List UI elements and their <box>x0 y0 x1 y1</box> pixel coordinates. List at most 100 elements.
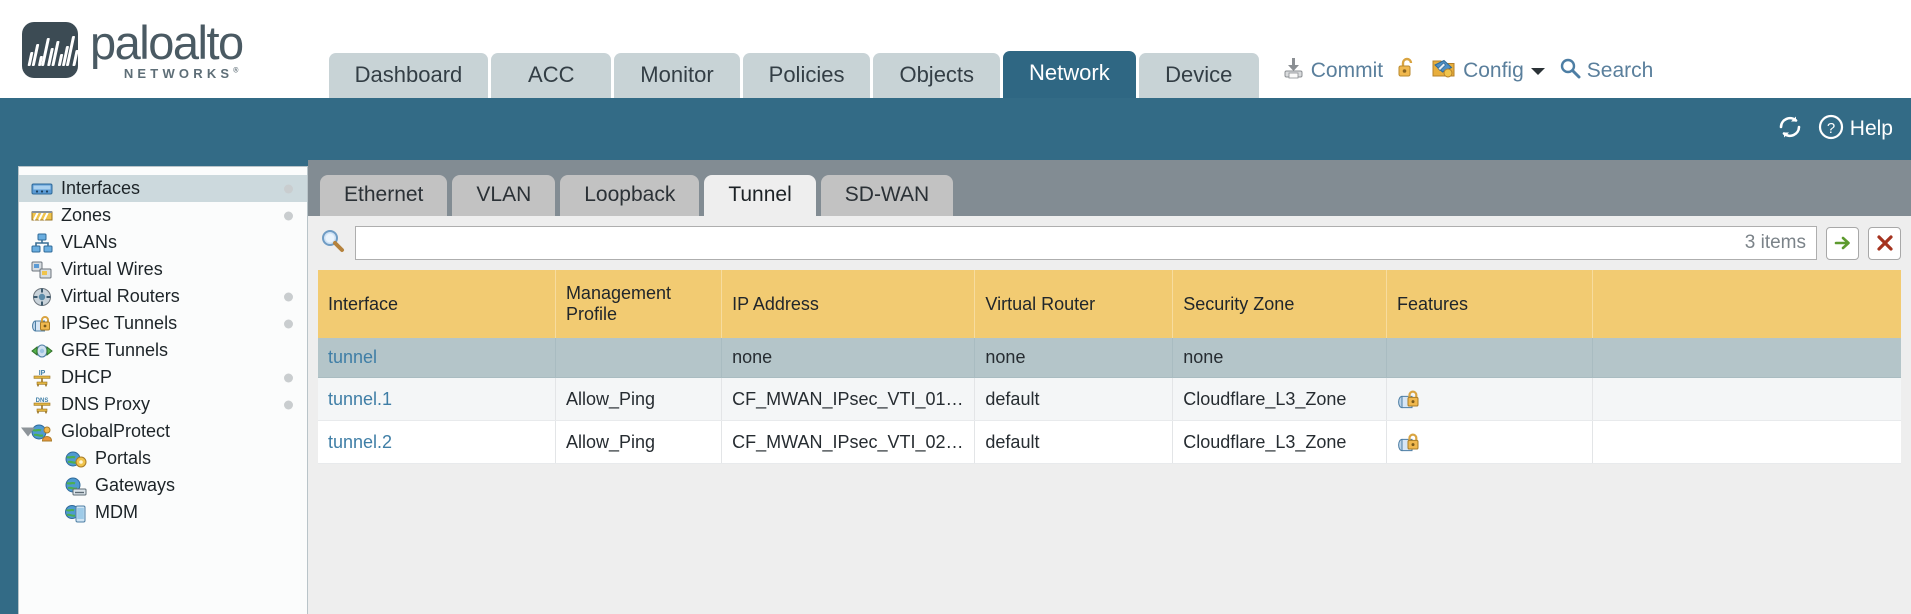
cell-ip-address: CF_MWAN_IPsec_VTI_01_... <box>721 377 976 421</box>
sidebar-item-label: GRE Tunnels <box>61 340 169 360</box>
sidebar-item-label: IPSec Tunnels <box>61 313 178 333</box>
svg-text:?: ? <box>1827 120 1835 137</box>
apply-filter-button[interactable] <box>1826 226 1859 260</box>
commit-label: Commit <box>1310 59 1384 82</box>
column-header-spacer <box>1592 270 1901 338</box>
sidebar-item-interfaces[interactable]: Interfaces <box>19 175 307 202</box>
main-tab-dashboard[interactable]: Dashboard <box>328 53 489 98</box>
sidebar-item-label: GlobalProtect <box>61 421 171 441</box>
interface-type-tabs: Ethernet VLAN Loopback Tunnel SD-WAN <box>308 160 1911 216</box>
tab-loopback[interactable]: Loopback <box>560 175 700 216</box>
sidebar-item-label: Gateways <box>95 475 176 495</box>
sidebar-item-label: MDM <box>95 502 138 522</box>
tab-sd-wan[interactable]: SD-WAN <box>820 175 954 216</box>
cell-security-zone: Cloudflare_L3_Zone <box>1172 420 1387 464</box>
mdm-icon <box>65 503 87 523</box>
cell-features <box>1386 377 1593 421</box>
unlock-icon[interactable] <box>1396 56 1418 86</box>
main-tab-monitor[interactable]: Monitor <box>614 53 740 98</box>
tunnel-panel: 3 items <box>308 216 1911 614</box>
refresh-icon[interactable] <box>1776 114 1804 145</box>
config-icon <box>1431 56 1457 86</box>
column-header-features[interactable]: Features <box>1386 270 1593 338</box>
sidebar-item-label: Interfaces <box>61 178 141 198</box>
sidebar-item-label: DHCP <box>61 367 113 387</box>
tab-label: SD-WAN <box>844 183 930 206</box>
column-header-virtual-router[interactable]: Virtual Router <box>974 270 1174 338</box>
help-icon: ? <box>1818 114 1844 145</box>
help-button[interactable]: ? Help <box>1818 114 1893 145</box>
paloalto-logo: paloalto NETWORKS® <box>22 19 244 80</box>
main-tab-objects[interactable]: Objects <box>873 53 1001 98</box>
zones-icon <box>31 206 53 226</box>
main-tab-label: Network <box>1029 60 1110 85</box>
sidebar-item-mdm[interactable]: MDM <box>19 499 307 526</box>
cell-management-profile: Allow_Ping <box>555 420 723 464</box>
filter-search-icon[interactable] <box>320 228 346 259</box>
cell-value: default <box>985 388 1040 409</box>
config-dropdown[interactable]: Config <box>1431 56 1546 86</box>
filter-input-wrap: 3 items <box>355 226 1817 260</box>
sidebar-item-virtual-routers[interactable]: Virtual Routers <box>19 283 307 310</box>
sidebar-item-status-dot <box>284 319 293 328</box>
item-count-label: 3 items <box>1744 232 1806 253</box>
cell-virtual-router: default <box>974 420 1174 464</box>
main-tab-network[interactable]: Network <box>1003 51 1136 98</box>
interface-link[interactable]: tunnel.2 <box>328 431 393 452</box>
cell-features <box>1386 420 1593 464</box>
sidebar-item-portals[interactable]: Portals <box>19 445 307 472</box>
sidebar-item-zones[interactable]: Zones <box>19 202 307 229</box>
sidebar-item-virtual-wires[interactable]: Virtual Wires <box>19 256 307 283</box>
sidebar-item-gateways[interactable]: Gateways <box>19 472 307 499</box>
tab-label: Ethernet <box>344 183 424 206</box>
column-header-security-zone[interactable]: Security Zone <box>1172 270 1387 338</box>
main-tab-label: ACC <box>528 62 575 87</box>
cell-features <box>1386 338 1593 378</box>
sidebar-item-label: DNS Proxy <box>61 394 151 414</box>
sidebar-item-globalprotect[interactable]: GlobalProtect <box>19 418 307 445</box>
gre-tunnels-icon <box>31 341 53 361</box>
header-actions: Commit Config <box>1281 56 1653 86</box>
expand-triangle-icon[interactable] <box>21 427 35 436</box>
clear-filter-button[interactable] <box>1868 226 1901 260</box>
tab-label: Loopback <box>584 183 676 206</box>
sidebar-item-ipsec-tunnels[interactable]: IPSec Tunnels <box>19 310 307 337</box>
sidebar-item-vlans[interactable]: VLANs <box>19 229 307 256</box>
interface-link[interactable]: tunnel <box>328 347 378 367</box>
main-tab-policies[interactable]: Policies <box>742 53 871 98</box>
cell-interface: tunnel <box>318 338 556 378</box>
cell-value: CF_MWAN_IPsec_VTI_01_... <box>732 388 971 409</box>
main-tab-label: Device <box>1165 62 1233 87</box>
column-header-ip-address[interactable]: IP Address <box>721 270 976 338</box>
main-tab-label: Dashboard <box>354 62 463 87</box>
chevron-down-icon <box>1530 59 1546 83</box>
sidebar-item-gre-tunnels[interactable]: GRE Tunnels <box>19 337 307 364</box>
search-button[interactable]: Search <box>1559 57 1653 85</box>
tab-tunnel[interactable]: Tunnel <box>704 175 816 216</box>
tab-ethernet[interactable]: Ethernet <box>320 175 448 216</box>
main-tab-device[interactable]: Device <box>1138 53 1259 98</box>
sidebar-item-label: Virtual Routers <box>61 286 180 306</box>
cell-value: none <box>732 347 773 367</box>
main-tab-label: Monitor <box>640 62 714 87</box>
interface-link[interactable]: tunnel.1 <box>328 388 393 409</box>
main-tab-acc[interactable]: ACC <box>491 53 612 98</box>
filter-bar: 3 items <box>318 224 1901 270</box>
ipsec-tunnels-icon <box>31 314 53 334</box>
globalprotect-icon <box>31 422 53 442</box>
content-area: Ethernet VLAN Loopback Tunnel SD-WAN 3 items <box>308 160 1911 614</box>
tab-vlan[interactable]: VLAN <box>452 175 556 216</box>
commit-button[interactable]: Commit <box>1281 56 1383 86</box>
cell-virtual-router: none <box>974 338 1174 378</box>
column-header-management-profile[interactable]: Management Profile <box>555 270 723 338</box>
cell-ip-address: CF_MWAN_IPsec_VTI_02_... <box>721 420 976 464</box>
search-input[interactable] <box>356 227 1735 259</box>
column-header-interface[interactable]: Interface <box>318 270 556 338</box>
